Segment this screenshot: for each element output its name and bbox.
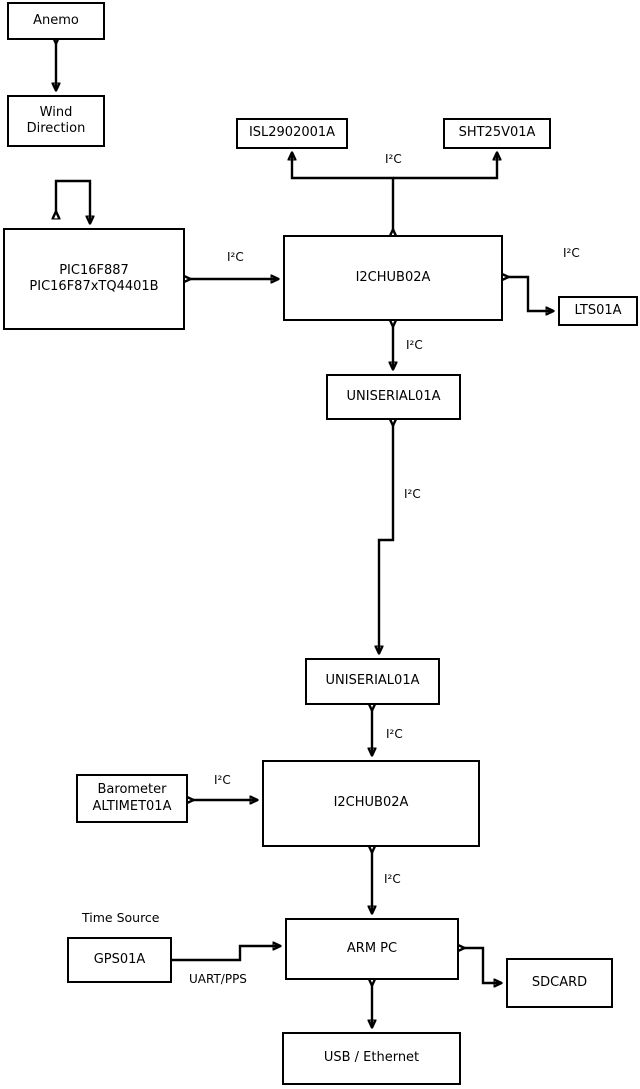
node-wind-direction[interactable]: Wind Direction [7,95,105,147]
wire-hub-sensors-bus [292,153,393,230]
node-arm-pc-label: ARM PC [346,940,398,956]
wire-gps-armpc [172,946,280,962]
node-wind-direction-label: Wind Direction [26,104,86,136]
node-usb-ethernet[interactable]: USB / Ethernet [282,1032,461,1085]
edge-label-i2c-uniserial-hub2: I²C [386,727,403,741]
wire-bus-sht [393,153,497,180]
edge-label-i2c-hub-uniserial: I²C [406,338,423,352]
node-barometer-altimet01a-label: Barometer ALTIMET01A [92,782,172,814]
node-isl2902001a[interactable]: ISL2902001A [236,118,348,149]
node-uniserial01a-bottom[interactable]: UNISERIAL01A [305,658,440,705]
node-barometer-altimet01a[interactable]: Barometer ALTIMET01A [76,774,188,823]
wire-hub-lts [508,277,553,311]
node-uniserial01a-top[interactable]: UNISERIAL01A [326,374,461,420]
wire-armpc-sdcard [464,948,501,983]
node-usb-ethernet-label: USB / Ethernet [323,1050,420,1066]
node-arm-pc[interactable]: ARM PC [285,918,459,980]
node-anemo-label: Anemo [33,12,79,28]
node-sht25v01a[interactable]: SHT25V01A [443,118,551,149]
node-anemo[interactable]: Anemo [7,2,105,40]
node-uniserial01a-bottom-label: UNISERIAL01A [325,673,420,689]
node-sht25v01a-label: SHT25V01A [458,125,536,141]
node-pic-microcontroller[interactable]: PIC16F887 PIC16F87xTQ4401B [3,228,185,330]
label-time-source: Time Source [82,910,160,925]
node-pic-microcontroller-label: PIC16F887 PIC16F87xTQ4401B [29,262,159,294]
wire-uniserial-link [379,425,393,653]
node-lts01a[interactable]: LTS01A [558,296,638,326]
node-sdcard-label: SDCARD [531,974,588,990]
node-gps01a[interactable]: GPS01A [67,937,172,983]
edge-label-i2c-pic-hub: I²C [227,250,244,264]
node-uniserial01a-top-label: UNISERIAL01A [346,388,441,404]
node-isl2902001a-label: ISL2902001A [248,125,336,141]
node-sdcard[interactable]: SDCARD [506,958,613,1008]
edge-label-i2c-uniserial-link: I²C [404,487,421,501]
edge-label-i2c-hub2-armpc: I²C [384,872,401,886]
node-i2chub02a-bottom[interactable]: I2CHUB02A [262,760,480,847]
node-i2chub02a-bottom-label: I2CHUB02A [333,795,409,811]
node-gps01a-label: GPS01A [93,951,146,967]
wire-wind-pic [56,179,90,223]
edge-label-i2c-sensors-hub: I²C [385,152,402,166]
edge-label-uart-pps: UART/PPS [189,972,247,986]
edge-label-i2c-baro-hub2: I²C [214,773,231,787]
edge-label-i2c-hub-lts: I²C [563,246,580,260]
node-i2chub02a-top-label: I2CHUB02A [355,269,431,285]
node-i2chub02a-top[interactable]: I2CHUB02A [283,235,503,321]
node-lts01a-label: LTS01A [574,302,622,318]
